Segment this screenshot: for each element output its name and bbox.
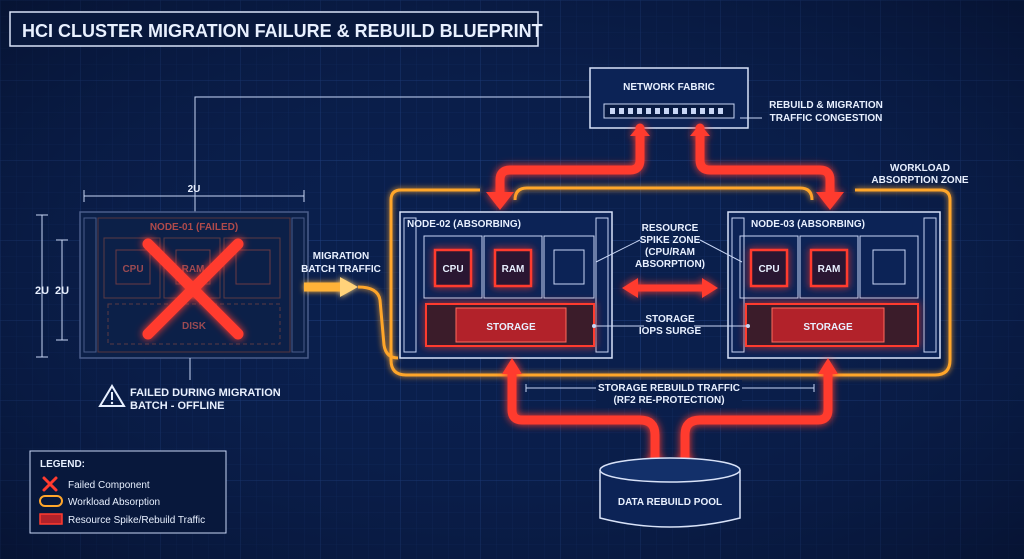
node3-label: NODE-03 (ABSORBING)	[751, 219, 865, 230]
legend: LEGEND: Failed Component Workload Absorp…	[29, 450, 227, 534]
legend-x-icon	[42, 476, 58, 492]
node3-empty-chip-icon	[872, 249, 906, 285]
node3-cpu-chip-icon	[749, 248, 789, 288]
node2-ram-chip-icon	[493, 248, 533, 288]
node1-dim-height-inner: 2U	[55, 285, 69, 297]
legend-title: LEGEND:	[40, 459, 85, 470]
node1-dim-width: 2U	[188, 184, 201, 195]
title-box: HCI CLUSTER MIGRATION FAILURE & REBUILD …	[9, 11, 543, 47]
node1-dim-height-outer: 2U	[35, 285, 49, 297]
node3-storage: STORAGE	[803, 322, 853, 333]
spike-line4: ABSORPTION)	[635, 259, 705, 270]
node1-cpu: CPU	[122, 264, 143, 275]
iops-line2: IOPS SURGE	[639, 326, 702, 337]
spike-line3: (CPU/RAM	[645, 247, 695, 258]
node-03-absorbing: NODE-03 (ABSORBING) CPU RAM STORAGE	[727, 211, 941, 359]
network-fabric-label: NETWORK FABRIC	[623, 82, 715, 93]
spike-line2: SPIKE ZONE	[640, 235, 701, 246]
legend-spike: Resource Spike/Rebuild Traffic	[68, 515, 205, 526]
warning-triangle-icon	[98, 384, 126, 407]
node2-cpu-chip-icon	[433, 248, 473, 288]
node-02-absorbing: NODE-02 (ABSORBING) CPU RAM STORAGE	[399, 211, 613, 359]
node2-empty-chip-icon	[553, 249, 585, 285]
node1-label: NODE-01 (FAILED)	[150, 222, 238, 233]
migration-line2: BATCH TRAFFIC	[301, 264, 381, 275]
network-fabric: NETWORK FABRIC	[589, 67, 749, 129]
fabric-link-line	[194, 96, 590, 212]
node-01-failed: 2U 2U 2U NODE-01 (FAILED) CPU RAM DISK	[35, 184, 309, 359]
node3-ram: RAM	[818, 264, 841, 275]
absorption-zone-line1: WORKLOAD	[890, 163, 950, 174]
node1-ram: RAM	[182, 264, 205, 275]
page-title: HCI CLUSTER MIGRATION FAILURE & REBUILD …	[22, 21, 543, 41]
node3-ram-chip-icon	[809, 248, 849, 288]
spike-pointers	[595, 239, 743, 263]
workload-absorption-zone	[389, 186, 952, 377]
spike-double-arrow	[622, 278, 718, 298]
node1-disk: DISK	[182, 321, 207, 332]
legend-spike-swatch	[39, 513, 63, 525]
legend-workload-swatch	[39, 495, 63, 507]
rebuild-line2: (RF2 RE-PROTECTION)	[613, 395, 724, 406]
migration-arrow	[304, 277, 399, 360]
node2-ram: RAM	[502, 264, 525, 275]
iops-line1: STORAGE	[645, 314, 695, 325]
failed-x-icon	[142, 238, 244, 340]
migration-line1: MIGRATION	[313, 251, 369, 262]
spike-line1: RESOURCE	[642, 223, 699, 234]
node2-storage: STORAGE	[486, 322, 536, 333]
absorption-zone-line2: ABSORPTION ZONE	[871, 175, 969, 186]
fabric-to-node-arrows	[486, 123, 844, 210]
node2-cpu: CPU	[442, 264, 463, 275]
warning-line2: BATCH - OFFLINE	[130, 400, 225, 412]
data-rebuild-pool: DATA REBUILD POOL	[599, 457, 741, 528]
congestion-label-line1: REBUILD & MIGRATION	[769, 100, 883, 111]
congestion-label-line2: TRAFFIC CONGESTION	[770, 113, 883, 124]
node3-cpu: CPU	[758, 264, 779, 275]
legend-failed: Failed Component	[68, 480, 150, 491]
node2-label: NODE-02 (ABSORBING)	[407, 219, 521, 230]
warning-line1: FAILED DURING MIGRATION	[130, 387, 281, 399]
pool-label: DATA REBUILD POOL	[618, 497, 722, 508]
rebuild-line1: STORAGE REBUILD TRAFFIC	[598, 383, 740, 394]
legend-workload: Workload Absorption	[68, 497, 160, 508]
